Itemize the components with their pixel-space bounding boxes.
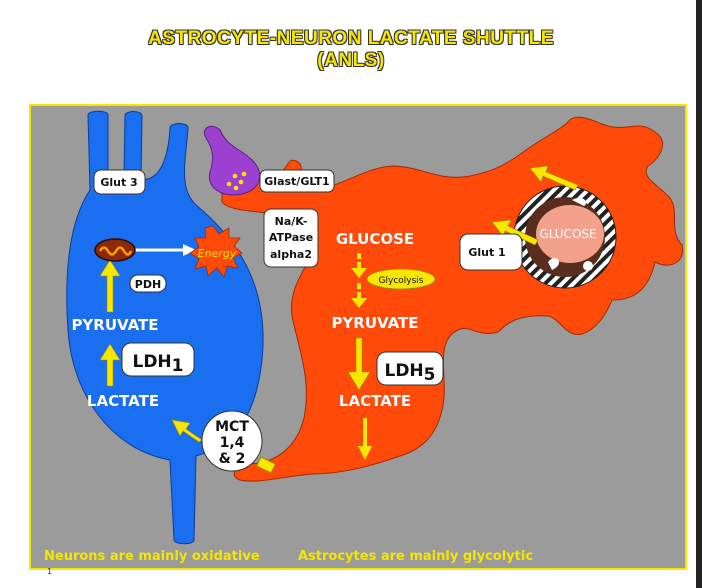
pdh-label: PDH (135, 278, 161, 291)
mct-label-line2: 1,4 (220, 435, 245, 451)
glast-label: Glast/GLT1 (264, 175, 329, 188)
atpase-label-line3: alpha2 (270, 248, 312, 261)
neuron-lactate-label: LACTATE (87, 392, 159, 410)
vesicle (227, 182, 232, 187)
vesicle (233, 174, 238, 179)
neurons-caption: Neurons are mainly oxidative (44, 549, 260, 564)
vesicle (234, 186, 239, 191)
astro-glucose-label: GLUCOSE (336, 230, 414, 248)
presynaptic-terminal (204, 126, 259, 195)
ldh1-main: LDH (132, 352, 171, 372)
mct-label-line1: MCT (215, 419, 249, 435)
astrocytes-caption: Astrocytes are mainly glycolytic (298, 549, 533, 564)
energy-label: Energy (198, 247, 237, 260)
atpase-label-line2: ATPase (269, 231, 313, 244)
glut1-label: Glut 1 (468, 246, 505, 259)
astro-pyruvate-label: PYRUVATE (331, 314, 418, 332)
ldh1-subscript: 1 (172, 356, 184, 376)
neuron-pyruvate-label: PYRUVATE (71, 316, 158, 334)
vessel-inner-detail (583, 261, 593, 271)
astro-lactate-label: LACTATE (339, 392, 411, 410)
vessel-glucose-label: GLUCOSE (539, 227, 596, 241)
glut3-label: Glut 3 (100, 176, 137, 189)
glycolysis-label: Glycolysis (379, 276, 424, 286)
atpase-label-line1: Na/K- (275, 215, 308, 228)
slide-number: 1 (47, 567, 52, 576)
mct-label-line3: & 2 (219, 451, 246, 467)
ldh5-main: LDH (384, 361, 423, 381)
ldh5-subscript: 5 (424, 365, 436, 385)
vesicle (239, 180, 244, 185)
vesicle (242, 172, 247, 177)
